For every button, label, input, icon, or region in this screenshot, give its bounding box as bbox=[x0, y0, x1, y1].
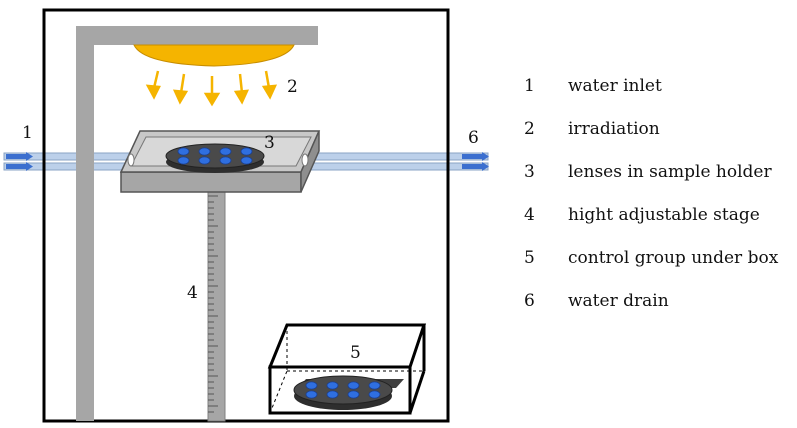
enclosure-frame bbox=[42, 8, 450, 423]
legend-number: 3 bbox=[524, 161, 535, 182]
lens bbox=[177, 156, 190, 165]
label-4: 4 bbox=[187, 283, 198, 303]
lens bbox=[177, 147, 190, 156]
lens bbox=[326, 390, 339, 399]
legend-item-water-drain: 6 water drain bbox=[524, 279, 794, 322]
legend-number: 2 bbox=[524, 118, 535, 139]
label-5: 5 bbox=[350, 343, 361, 363]
label-6: 6 bbox=[468, 128, 479, 148]
label-3: 3 bbox=[264, 133, 275, 153]
adjustable-stage-column bbox=[207, 187, 226, 422]
legend-number: 5 bbox=[524, 247, 535, 268]
lens bbox=[347, 390, 360, 399]
drain-arrow-lower bbox=[462, 162, 489, 171]
support-arm bbox=[76, 26, 318, 45]
legend-text: control group under box bbox=[568, 247, 779, 268]
support-post bbox=[76, 26, 94, 421]
sample-holder bbox=[165, 143, 265, 173]
lens bbox=[305, 390, 318, 399]
lens bbox=[326, 381, 339, 390]
irradiation-setup-diagram: 1 2 3 4 5 6 bbox=[3, 8, 489, 423]
lenses-in-control bbox=[305, 381, 381, 399]
legend-text: hight adjustable stage bbox=[568, 204, 760, 225]
lens bbox=[198, 147, 211, 156]
lens bbox=[198, 156, 211, 165]
inlet-arrow-upper bbox=[6, 152, 33, 161]
lens bbox=[240, 156, 253, 165]
legend-number: 6 bbox=[524, 290, 535, 311]
label-1: 1 bbox=[22, 123, 33, 143]
drain-arrow-upper bbox=[462, 152, 489, 161]
lenses-in-holder bbox=[177, 147, 253, 165]
legend-text: water inlet bbox=[568, 75, 662, 96]
legend-item-water-inlet: 1 water inlet bbox=[524, 64, 794, 107]
lens bbox=[305, 381, 318, 390]
legend-item-lenses: 3 lenses in sample holder bbox=[524, 150, 794, 193]
irradiation-arrows bbox=[145, 70, 278, 107]
legend-item-stage: 4 hight adjustable stage bbox=[524, 193, 794, 236]
inlet-flow-arrows bbox=[6, 152, 33, 171]
label-2: 2 bbox=[287, 77, 298, 97]
inlet-arrow-lower bbox=[6, 162, 33, 171]
legend-item-irradiation: 2 irradiation bbox=[524, 107, 794, 150]
legend-number: 4 bbox=[524, 204, 535, 225]
legend: 1 water inlet 2 irradiation 3 lenses in … bbox=[524, 64, 794, 322]
lens bbox=[368, 390, 381, 399]
legend-item-control-group: 5 control group under box bbox=[524, 236, 794, 279]
legend-number: 1 bbox=[524, 75, 535, 96]
legend-text: water drain bbox=[568, 290, 669, 311]
lens bbox=[347, 381, 360, 390]
lens bbox=[219, 156, 232, 165]
lens bbox=[240, 147, 253, 156]
control-box bbox=[267, 323, 427, 415]
legend-text: irradiation bbox=[568, 118, 660, 139]
lens bbox=[219, 147, 232, 156]
lens bbox=[368, 381, 381, 390]
legend-text: lenses in sample holder bbox=[568, 161, 772, 182]
drain-flow-arrows bbox=[462, 152, 489, 171]
lamp bbox=[133, 44, 295, 67]
